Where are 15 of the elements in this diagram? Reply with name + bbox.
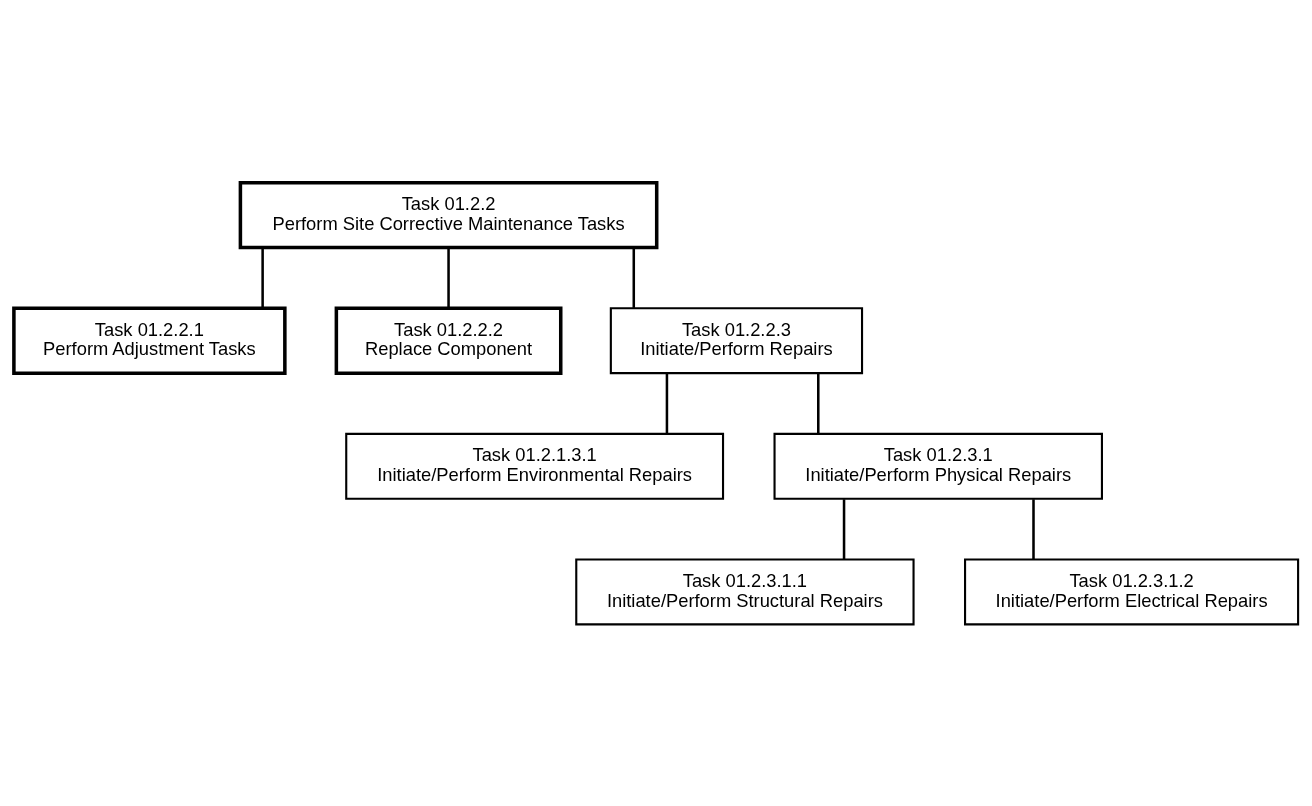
node-box: Task 01.2.3.1 Initiate/Perform Physical Repairs [773,432,1103,500]
connector [817,373,820,433]
connector [261,247,264,308]
connector [447,247,450,308]
node-box: Task 01.2.3.1.2 Initiate/Perform Electrical Repairs [964,557,1300,625]
node-box: Task 01.2.2.1 Perform Adjustment Tasks [12,305,287,375]
node-box: Task 01.2.1.3.1 Initiate/Perform Environmental Repairs [345,432,725,500]
node-box: Task 01.2.2.3 Initiate/Perform Repairs [609,306,864,374]
connector [632,247,636,308]
node-box: Task 01.2.3.1.1 Initiate/Perform Structural Repairs [575,557,915,625]
connector [665,373,669,433]
connector [842,498,846,559]
node-box: Task 01.2.2 Perform Site Corrective Maintenance Tasks [238,180,659,249]
connector [1032,498,1035,559]
node-box: Task 01.2.2.2 Replace Component [334,305,563,375]
